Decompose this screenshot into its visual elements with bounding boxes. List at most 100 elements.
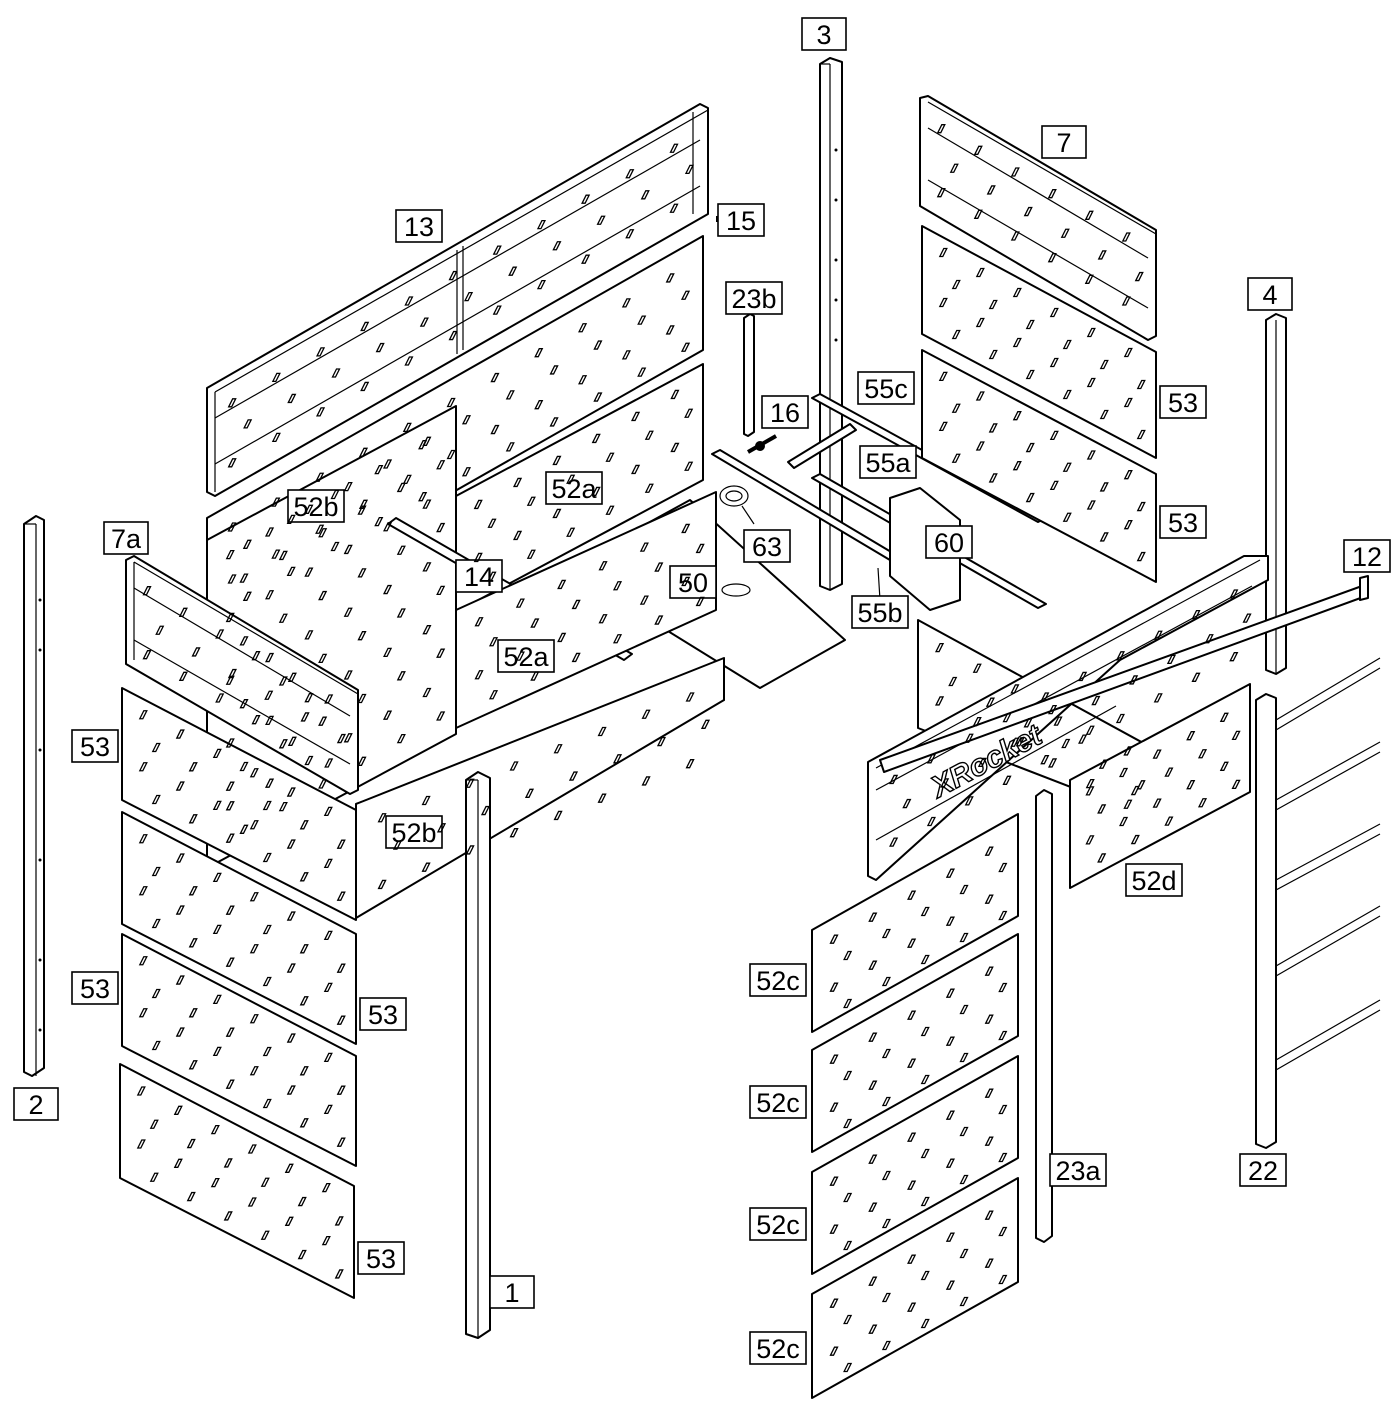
- perforation-hole: [998, 1226, 1008, 1237]
- perforation-hole: [225, 612, 235, 623]
- perforation-hole: [396, 545, 406, 555]
- perforation-hole: [286, 514, 296, 525]
- part-label-16-text: 16: [770, 398, 800, 428]
- perforation-hole: [680, 290, 691, 300]
- perforation-hole: [262, 924, 272, 935]
- perforation-hole: [422, 687, 432, 698]
- perforation-hole: [829, 1102, 839, 1112]
- part-label-4-text: 4: [1262, 280, 1277, 310]
- perforation-hole: [685, 692, 695, 702]
- part-label-15: 15: [717, 203, 765, 237]
- perforation-hole: [448, 270, 458, 281]
- perforation-hole: [685, 759, 695, 769]
- perforation-hole: [383, 710, 393, 720]
- perforation-hole: [1078, 734, 1088, 744]
- perforation-hole: [1049, 307, 1059, 318]
- perforation-hole: [597, 726, 607, 737]
- perforation-hole: [621, 298, 631, 308]
- perforation-hole: [138, 1008, 148, 1018]
- perforation-hole: [422, 436, 432, 446]
- perforation-hole: [656, 736, 667, 747]
- part-label-3-text: 3: [816, 20, 831, 50]
- perforation-hole: [889, 774, 899, 785]
- perforation-hole: [985, 697, 995, 707]
- part-label-52c-1: 52c: [749, 963, 807, 997]
- perforation-hole: [881, 1218, 891, 1229]
- perforation-hole: [227, 522, 237, 532]
- perforation-hole: [581, 254, 591, 264]
- perforation-hole: [334, 1216, 344, 1226]
- perforation-hole: [318, 779, 328, 789]
- perforation-hole: [212, 800, 222, 811]
- perforation-hole: [321, 1183, 331, 1193]
- perforation-hole: [461, 415, 472, 425]
- perforation-hole: [868, 1202, 878, 1212]
- perforation-hole: [881, 976, 891, 987]
- perforation-hole: [526, 549, 536, 559]
- perforation-hole: [375, 342, 385, 353]
- perforation-hole: [984, 1258, 994, 1268]
- perforation-hole: [948, 676, 958, 687]
- perforation-hole: [1231, 730, 1241, 740]
- perforation-hole: [998, 1152, 1008, 1163]
- perforation-hole: [1085, 835, 1095, 845]
- perforation-hole: [829, 1054, 839, 1064]
- perforation-hole: [318, 590, 328, 601]
- perforation-hole: [591, 433, 601, 444]
- perforation-hole: [225, 781, 235, 791]
- perforation-hole: [566, 474, 576, 484]
- perforation-hole: [907, 1302, 917, 1312]
- perforation-hole: [299, 1066, 309, 1076]
- perforation-hole: [640, 190, 650, 200]
- perforation-hole: [331, 368, 341, 378]
- perforation-hole: [1085, 786, 1095, 796]
- perforation-hole: [490, 372, 500, 383]
- perforation-hole: [265, 652, 275, 663]
- perforation-hole: [374, 516, 384, 527]
- perforation-hole: [829, 1224, 839, 1234]
- perforation-hole: [1091, 695, 1101, 706]
- perforation-hole: [225, 1079, 235, 1089]
- perforation-hole: [829, 1346, 839, 1356]
- perforation-hole: [549, 365, 559, 375]
- perforation-hole: [383, 647, 393, 658]
- perforation-hole: [487, 518, 497, 528]
- part-label-52c-4: 52c: [749, 1331, 807, 1365]
- part-label-23b-text: 23b: [731, 284, 776, 314]
- perforation-hole: [343, 733, 353, 743]
- perforation-hole: [1062, 512, 1072, 522]
- perforation-hole: [225, 738, 235, 748]
- part-label-2: 2: [13, 1087, 59, 1121]
- perforation-hole: [644, 430, 654, 440]
- perforation-hole: [383, 459, 393, 469]
- part-label-16: 16: [761, 395, 809, 429]
- perforation-hole: [605, 505, 615, 515]
- perforation-hole: [299, 1118, 309, 1128]
- perforation-hole: [242, 591, 252, 601]
- perforation-hole: [1134, 271, 1144, 282]
- part-label-53-bottom-text: 53: [366, 1244, 396, 1274]
- perforation-hole: [975, 391, 985, 401]
- perforation-hole: [907, 938, 917, 948]
- perforation-hole: [1023, 718, 1033, 728]
- perforation-hole: [151, 988, 161, 999]
- part-label-63: 63: [743, 529, 791, 563]
- perforation-hole: [1099, 409, 1109, 420]
- perforation-hole: [637, 315, 647, 325]
- perforation-hole: [951, 329, 961, 340]
- perforation-hole: [1049, 430, 1059, 441]
- perforation-hole: [239, 573, 249, 583]
- perforation-hole: [1084, 210, 1094, 220]
- part-label-1-text: 1: [504, 1278, 519, 1308]
- perforation-hole: [959, 1174, 969, 1185]
- perforation-hole: [377, 813, 387, 823]
- perforation-hole: [239, 761, 249, 772]
- perforation-hole: [343, 544, 353, 555]
- perforation-hole: [490, 424, 500, 435]
- perforation-hole: [138, 710, 148, 720]
- perforation-hole: [1085, 778, 1095, 789]
- perforation-hole: [188, 1060, 198, 1070]
- perforation-hole: [940, 778, 950, 788]
- part-label-53-right-b: 53: [1159, 505, 1207, 539]
- perforation-hole: [299, 872, 309, 882]
